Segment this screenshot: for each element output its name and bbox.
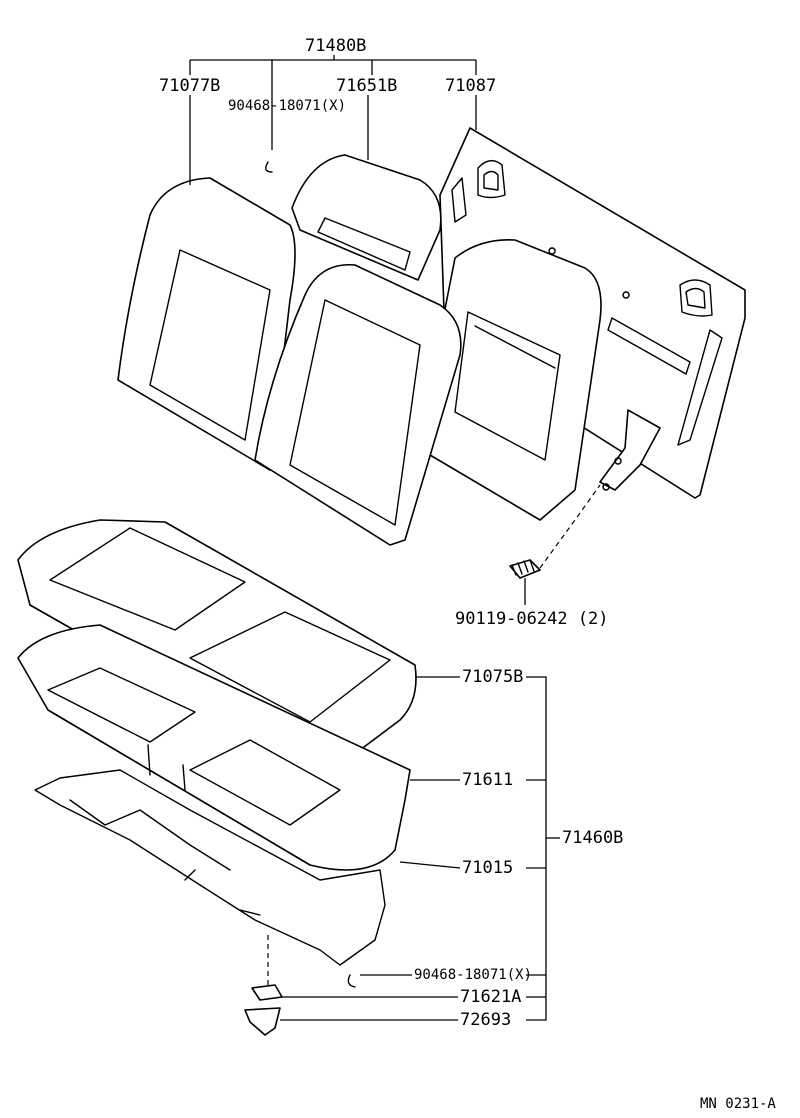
seatback-right (427, 239, 602, 521)
label-71611: 71611 (462, 770, 514, 790)
stop-plate-icon (244, 1007, 281, 1036)
leader-lines (189, 55, 560, 1021)
seatback-left (117, 177, 296, 471)
label-71015: 71015 (462, 858, 514, 878)
label-71480b: 71480B (305, 36, 367, 56)
label-hog-ring-lower: 90468-18071(X) (414, 967, 533, 983)
hog-ring-upper-icon (265, 161, 273, 173)
label-71651b: 71651B (336, 76, 398, 96)
seat-frame (34, 769, 386, 966)
back-bracket (599, 409, 661, 491)
hook-icon (251, 984, 283, 1001)
label-hog-ring-upper: 90468-18071(X) (228, 98, 347, 114)
label-71075b: 71075B (462, 667, 524, 687)
label-bolt: 90119-06242 (2) (455, 609, 609, 629)
label-72693: 72693 (460, 1010, 512, 1030)
footer-code: MN 0231-A (700, 1096, 776, 1112)
label-71460b: 71460B (562, 828, 624, 848)
seatback-center-upper (291, 154, 442, 281)
cushion-pad (17, 624, 411, 871)
label-71087: 71087 (445, 76, 497, 96)
seatback-center (254, 263, 462, 546)
label-71621a: 71621A (460, 987, 522, 1007)
hog-ring-lower-icon (347, 974, 356, 988)
label-71077b: 71077B (159, 76, 221, 96)
bolt-dashed-line (539, 484, 601, 569)
bolt-icon (509, 559, 541, 579)
